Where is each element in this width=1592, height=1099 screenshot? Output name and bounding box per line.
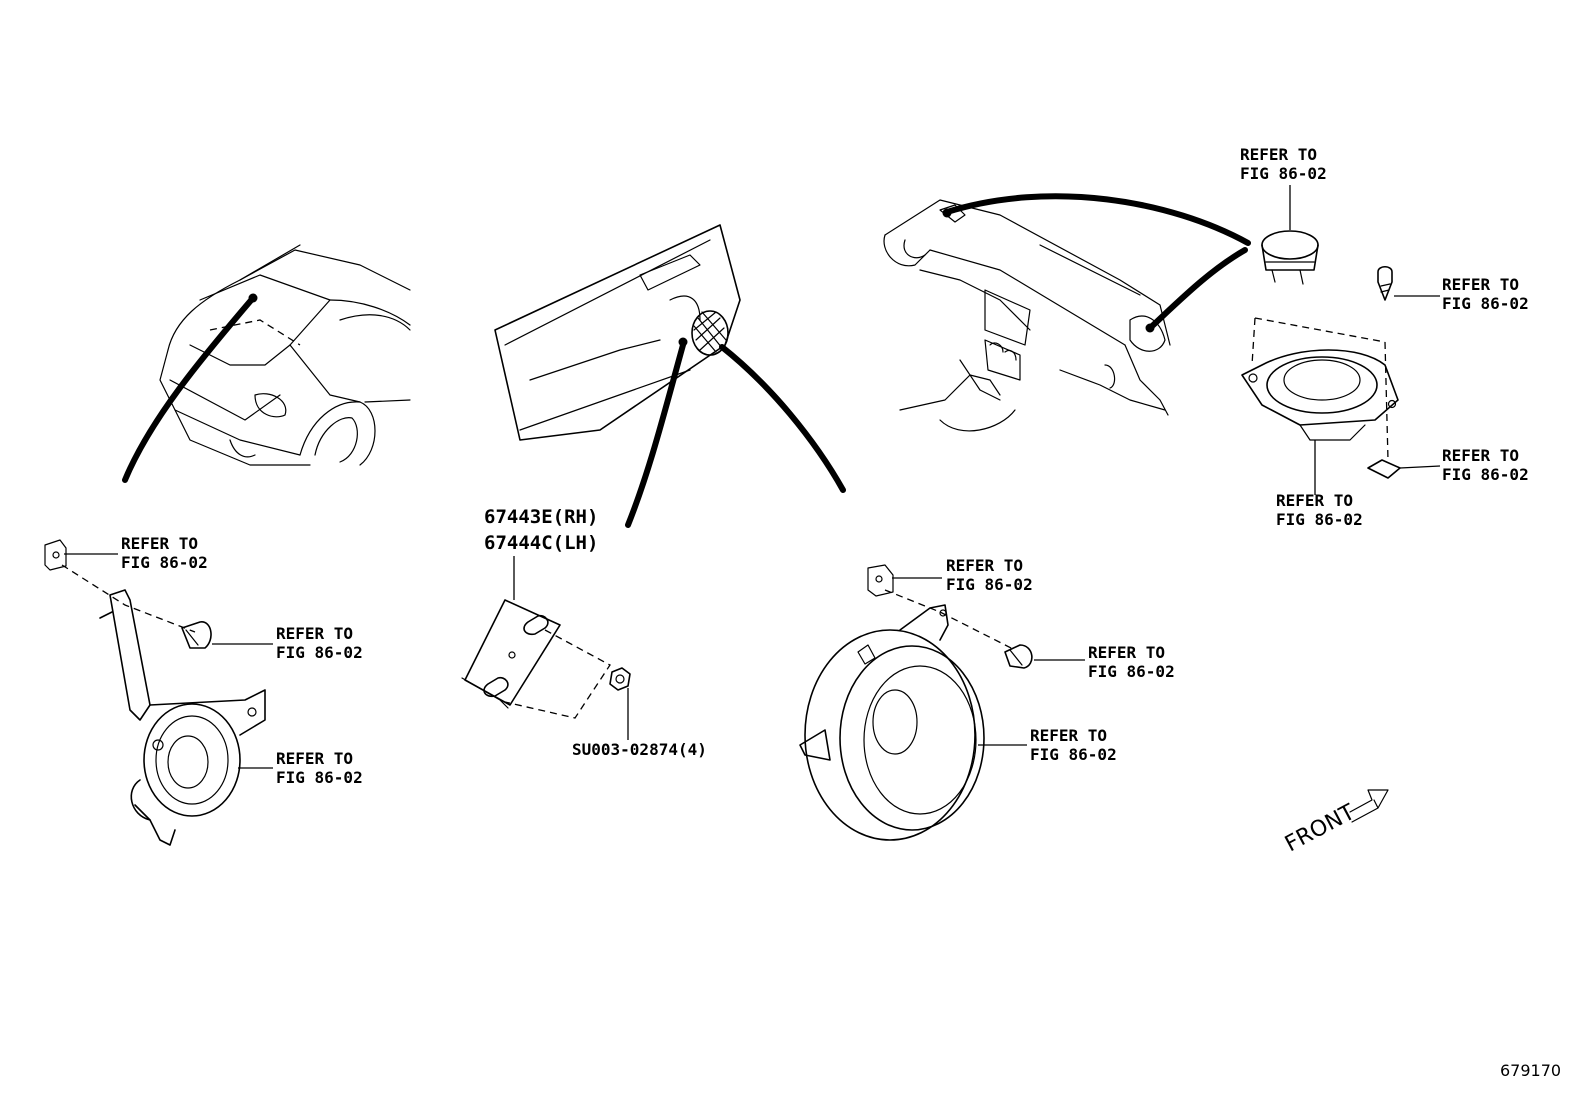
refer-label-8: REFER TO FIG 86-02 [1442,275,1529,313]
refer-text: REFER TO [1276,491,1353,510]
front-arrow-icon [1349,789,1389,823]
nut-part-number: SU003-02874(4) [572,740,707,759]
dash-speaker-assembly [1241,185,1441,495]
car-rear-view [122,244,411,483]
refer-text: REFER TO [121,534,198,553]
refer-text: REFER TO [1088,643,1165,662]
refer-label-5: REFER TO FIG 86-02 [1088,643,1175,681]
fig-text: FIG 86-02 [1240,164,1327,183]
fig-text: FIG 86-02 [1030,745,1117,764]
fig-text: FIG 86-02 [121,553,208,572]
fig-text: FIG 86-02 [1276,510,1363,529]
part-number-lh: 67444C(LH) [484,532,598,554]
refer-text: REFER TO [1240,145,1317,164]
fig-text: FIG 86-02 [276,643,363,662]
refer-text: REFER TO [276,624,353,643]
refer-label-10: REFER TO FIG 86-02 [1276,491,1363,529]
document-number: 679170 [1500,1061,1561,1080]
refer-label-9: REFER TO FIG 86-02 [1442,446,1529,484]
leader-lines [64,553,1085,769]
fig-text: FIG 86-02 [1442,465,1529,484]
refer-text: REFER TO [1442,446,1519,465]
refer-text: REFER TO [1442,275,1519,294]
front-direction-indicator: FRONT [1281,789,1389,858]
fig-text: FIG 86-02 [1442,294,1529,313]
amplifier-unit: 67443E(RH) 67444C(LH) SU003-02874(4) [461,506,707,759]
part-number-rh: 67443E(RH) [484,506,598,528]
refer-text: REFER TO [946,556,1023,575]
refer-text: REFER TO [276,749,353,768]
refer-label-6: REFER TO FIG 86-02 [1030,726,1117,764]
fig-text: FIG 86-02 [946,575,1033,594]
refer-label-2: REFER TO FIG 86-02 [276,624,363,662]
refer-label-1: REFER TO FIG 86-02 [121,534,208,572]
refer-label-3: REFER TO FIG 86-02 [276,749,363,787]
front-label: FRONT [1281,800,1360,858]
rear-speaker-assembly [44,539,266,846]
refer-label-4: REFER TO FIG 86-02 [946,556,1033,594]
fig-text: FIG 86-02 [1088,662,1175,681]
dashboard-view [883,193,1251,432]
fig-text: FIG 86-02 [276,768,363,787]
refer-text: REFER TO [1030,726,1107,745]
front-door-speaker [799,564,1033,841]
refer-label-7: REFER TO FIG 86-02 [1240,145,1327,183]
door-panel [494,224,846,528]
